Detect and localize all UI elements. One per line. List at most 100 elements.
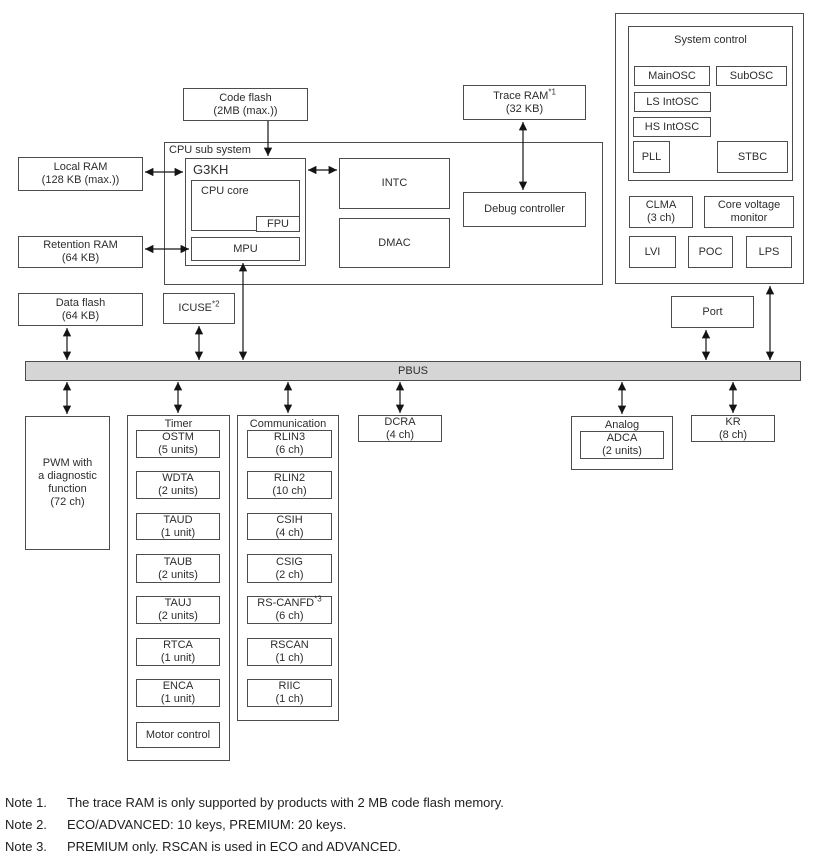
ls-intosc-label: LS IntOSC — [646, 95, 699, 108]
adca-units: (2 units) — [602, 445, 642, 457]
enca-units: (1 unit) — [160, 693, 196, 705]
local-ram-box: Local RAM (128 KB (max.)) — [18, 157, 143, 191]
cpu-subsystem-label: CPU sub system — [169, 144, 251, 156]
wdta-box: WDTA (2 units) — [136, 471, 220, 499]
adca-box: ADCA (2 units) — [580, 431, 664, 459]
communication-group-label: Communication — [249, 418, 327, 430]
taud-label: TAUD — [163, 513, 193, 526]
icuse-label: ICUSE*2 — [178, 299, 220, 314]
note-3: Note 3. PREMIUM only. RSCAN is used in E… — [5, 836, 504, 858]
mainosc-box: MainOSC — [634, 66, 710, 86]
code-flash-box: Code flash (2MB (max.)) — [183, 88, 308, 121]
rtca-label: RTCA — [163, 639, 193, 651]
trace-ram-size: (32 KB) — [505, 102, 544, 115]
subosc-box: SubOSC — [716, 66, 787, 86]
system-control-label: System control — [674, 34, 747, 46]
note-1: Note 1. The trace RAM is only supported … — [5, 792, 504, 814]
enca-box: ENCA (1 unit) — [136, 679, 220, 707]
ls-intosc-box: LS IntOSC — [634, 92, 711, 112]
stbc-label: STBC — [737, 150, 768, 163]
note-3-label: Note 3. — [5, 839, 47, 854]
pbus-label: PBUS — [398, 365, 428, 377]
adca-label: ADCA — [606, 432, 638, 444]
csih-channels: (4 ch) — [275, 526, 304, 539]
pwm-label-1: PWM with — [42, 457, 93, 469]
csig-box: CSIG (2 ch) — [247, 554, 332, 583]
fpu-label: FPU — [267, 217, 289, 230]
rscan-box: RSCAN (1 ch) — [247, 638, 332, 666]
kr-box: KR (8 ch) — [691, 415, 775, 442]
data-flash-size: (64 KB) — [61, 309, 100, 322]
mainosc-label: MainOSC — [648, 69, 696, 82]
taub-box: TAUB (2 units) — [136, 554, 220, 583]
retention-ram-label: Retention RAM — [43, 239, 118, 251]
dmac-box: DMAC — [339, 218, 450, 268]
port-label: Port — [702, 305, 723, 318]
wdta-label: WDTA — [162, 472, 194, 484]
timer-group: Timer — [127, 415, 230, 761]
mpu-label: MPU — [233, 242, 258, 255]
pwm-channels: (72 ch) — [50, 496, 85, 508]
analog-group-label: Analog — [604, 419, 640, 431]
footnotes: Note 1. The trace RAM is only supported … — [5, 792, 504, 858]
rlin2-channels: (10 ch) — [272, 485, 307, 497]
mpu-box: MPU — [191, 237, 300, 261]
pwm-box: PWM with a diagnostic function (72 ch) — [25, 416, 110, 550]
motor-control-box: Motor control — [136, 722, 220, 748]
ostm-box: OSTM (5 units) — [136, 430, 220, 458]
retention-ram-box: Retention RAM (64 KB) — [18, 236, 143, 268]
enca-label: ENCA — [162, 680, 194, 692]
debug-controller-label: Debug controller — [484, 203, 565, 215]
riic-label: RIIC — [278, 680, 301, 692]
note-1-text: The trace RAM is only supported by produ… — [67, 795, 504, 810]
dcra-box: DCRA (4 ch) — [358, 415, 442, 442]
fpu-box: FPU — [256, 216, 300, 232]
rlin2-label: RLIN2 — [273, 472, 306, 484]
dcra-label: DCRA — [384, 415, 416, 428]
cpu-core-label: CPU core — [201, 185, 249, 197]
rtca-box: RTCA (1 unit) — [136, 638, 220, 666]
tauj-label: TAUJ — [164, 597, 192, 609]
rlin3-label: RLIN3 — [273, 431, 306, 443]
note-2-label: Note 2. — [5, 817, 47, 832]
intc-label: INTC — [381, 177, 408, 189]
data-flash-box: Data flash (64 KB) — [18, 293, 143, 326]
ostm-units: (5 units) — [158, 444, 198, 456]
pll-label: PLL — [641, 150, 662, 163]
poc-label: POC — [698, 245, 723, 258]
lps-label: LPS — [758, 245, 780, 258]
rtca-units: (1 unit) — [160, 652, 196, 664]
taud-box: TAUD (1 unit) — [136, 513, 220, 540]
rscan-channels: (1 ch) — [275, 652, 304, 664]
data-flash-label: Data flash — [55, 296, 106, 309]
subosc-label: SubOSC — [729, 69, 774, 82]
dcra-channels: (4 ch) — [385, 428, 415, 441]
rs-canfd-note-ref: *3 — [314, 594, 322, 604]
trace-ram-box: Trace RAM*1 (32 KB) — [463, 85, 586, 120]
code-flash-label: Code flash — [219, 91, 272, 104]
ostm-label: OSTM — [162, 431, 194, 443]
lvi-box: LVI — [629, 236, 676, 268]
taub-label: TAUB — [163, 555, 193, 568]
pwm-label-2: a diagnostic — [38, 470, 97, 482]
csig-channels: (2 ch) — [275, 568, 304, 581]
poc-box: POC — [688, 236, 733, 268]
core-voltage-monitor-box: Core voltage monitor — [704, 196, 794, 228]
pwm-label-3: function — [48, 483, 87, 495]
clma-box: CLMA (3 ch) — [629, 196, 693, 228]
local-ram-size: (128 KB (max.)) — [41, 174, 120, 186]
local-ram-label: Local RAM — [53, 161, 108, 173]
debug-controller-box: Debug controller — [463, 192, 586, 227]
pll-box: PLL — [633, 141, 670, 173]
motor-control-label: Motor control — [145, 728, 211, 741]
rlin3-box: RLIN3 (6 ch) — [247, 430, 332, 458]
rs-canfd-label: RS-CANFD*3 — [257, 594, 322, 609]
retention-ram-size: (64 KB) — [61, 252, 100, 264]
dmac-label: DMAC — [378, 236, 411, 249]
core-voltage-monitor-label-2: monitor — [730, 212, 768, 224]
note-1-label: Note 1. — [5, 795, 47, 810]
lps-box: LPS — [746, 236, 792, 268]
kr-label: KR — [725, 415, 741, 428]
csig-label: CSIG — [276, 555, 303, 568]
clma-label: CLMA — [645, 199, 677, 211]
